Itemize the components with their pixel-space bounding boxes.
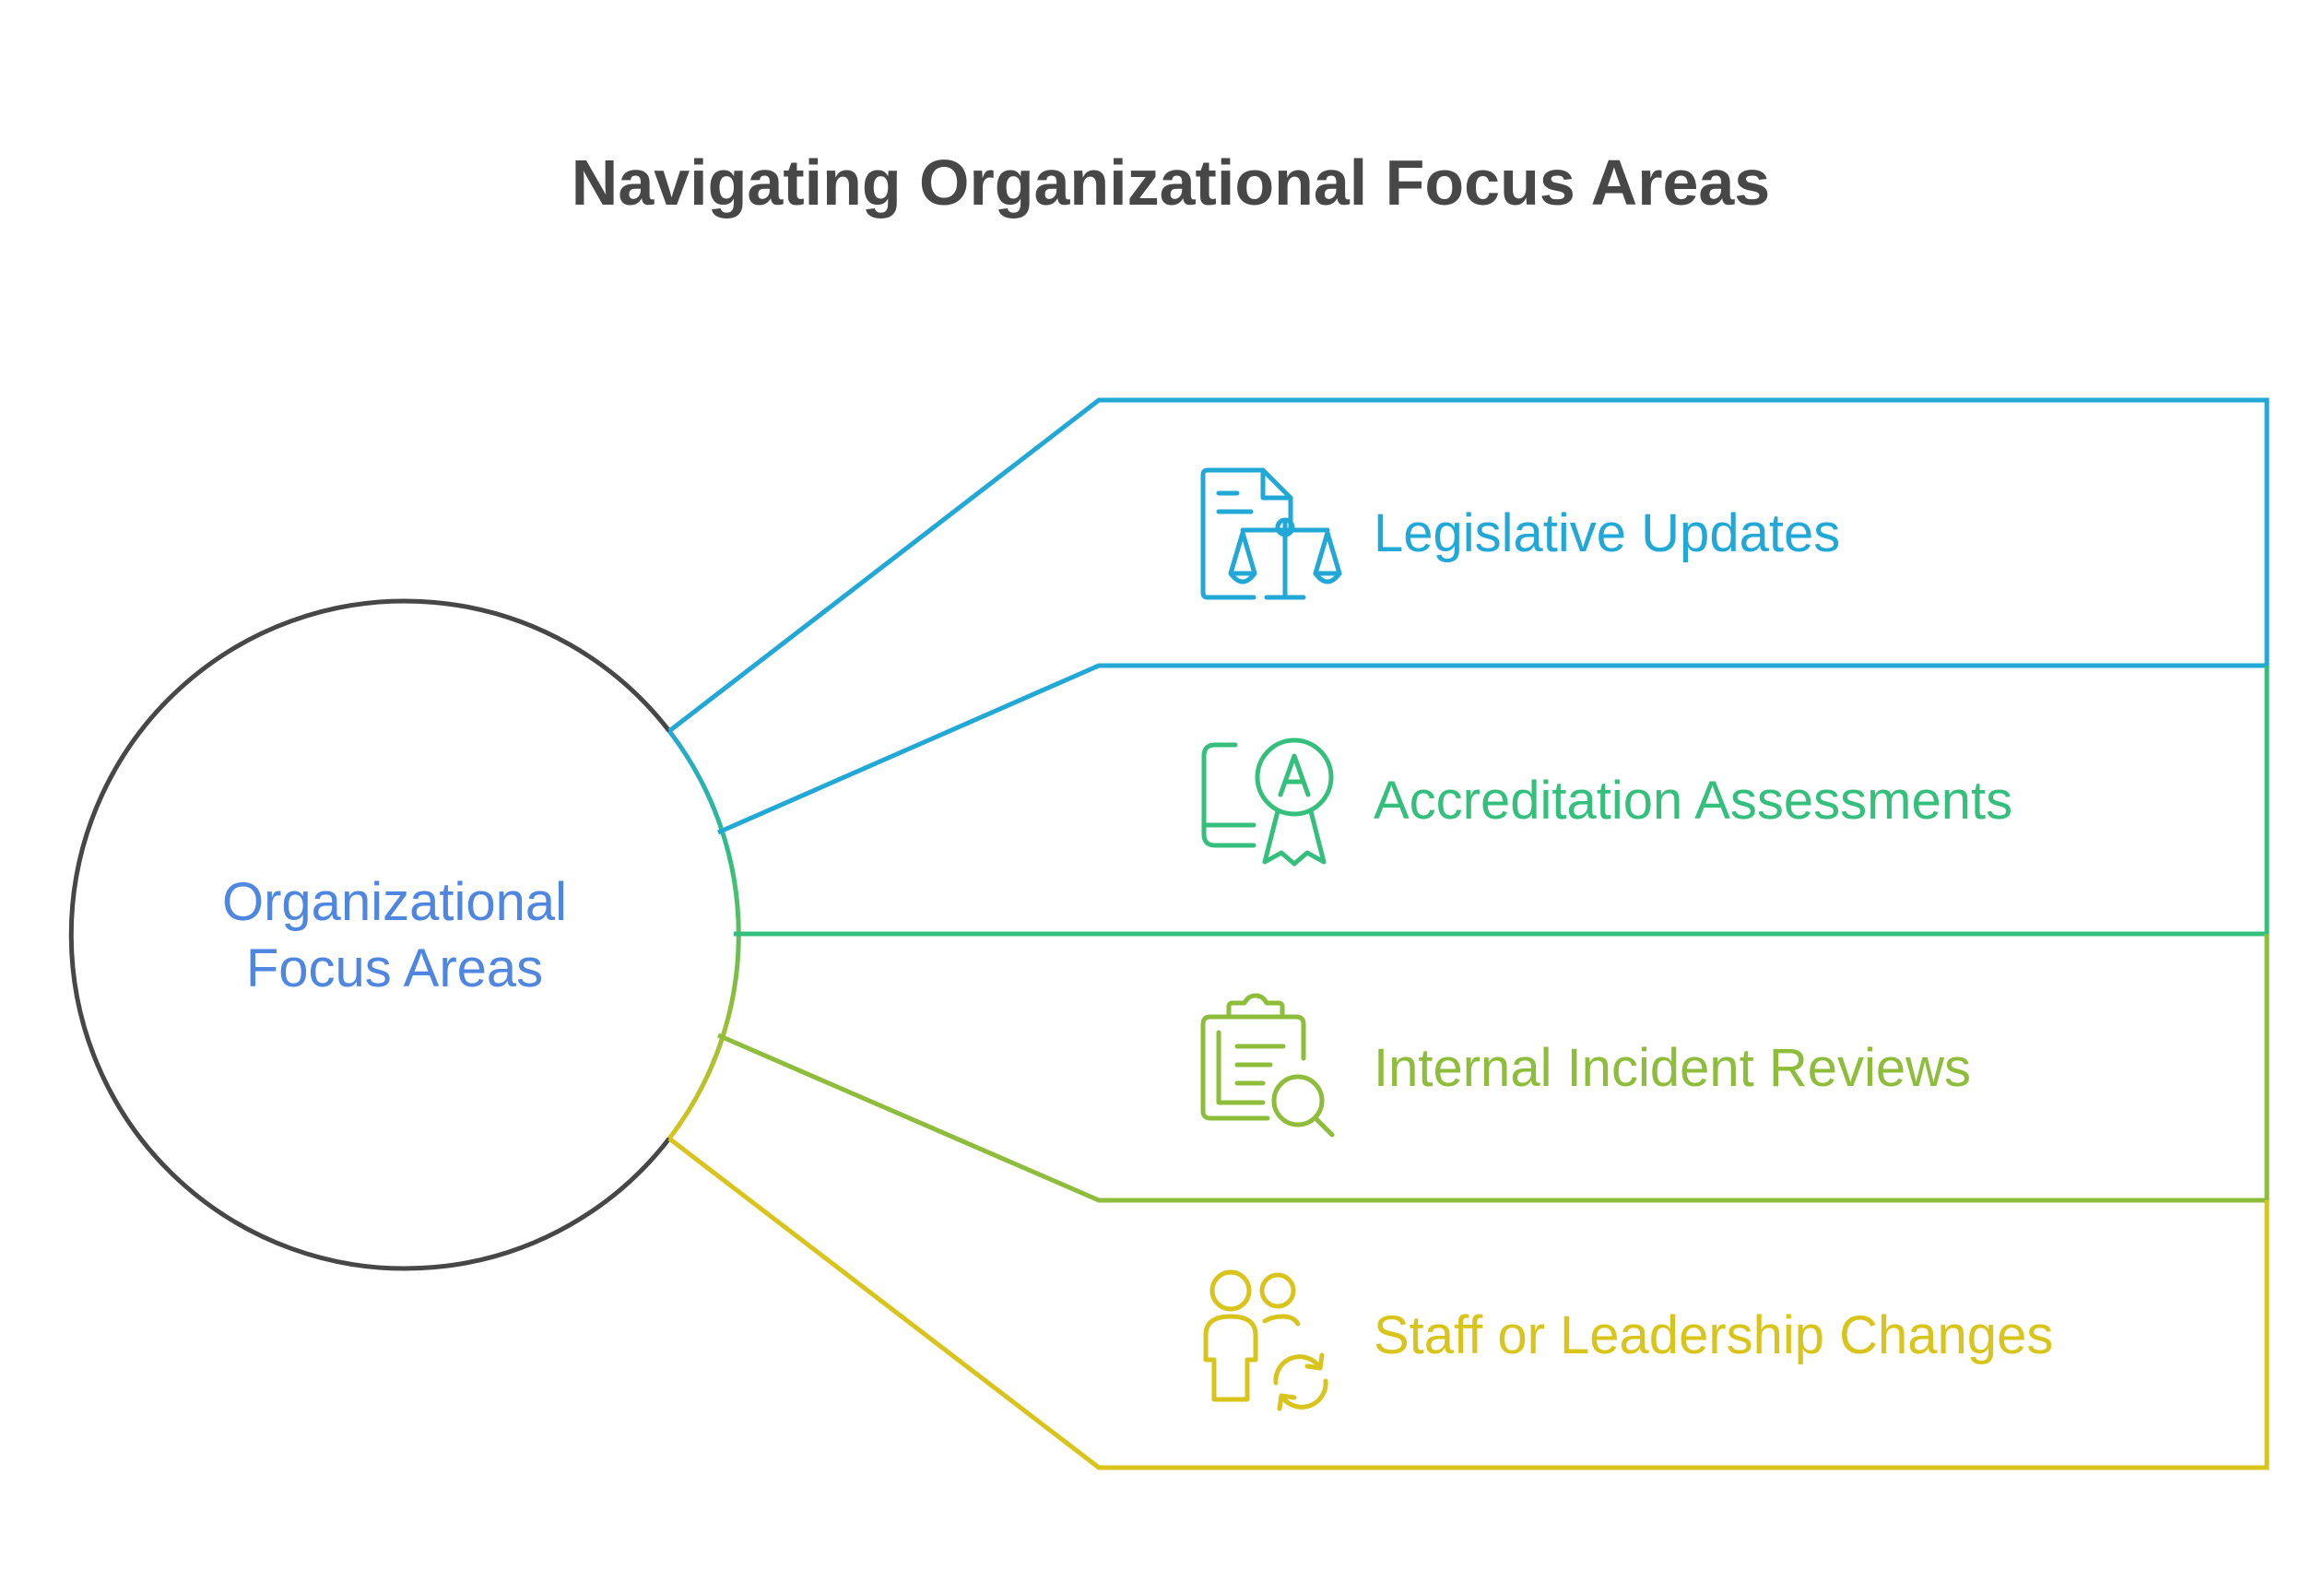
band-outline-staff (667, 1137, 2270, 1470)
focus-item-legislative-updates: Legislative Updates (667, 397, 2270, 835)
center-circle-colored-arc (667, 729, 741, 1140)
item-label-accreditation-assessments: Accreditation Assessments (1374, 771, 2012, 831)
item-label-staff-leadership-changes: Staff or Leadership Changes (1374, 1305, 2053, 1365)
legal-document-scale-icon (1200, 467, 1342, 600)
item-label-legislative-updates: Legislative Updates (1374, 503, 1840, 563)
clipboard-magnifier-icon (1200, 993, 1335, 1138)
focus-item-staff-leadership-changes: Staff or Leadership Changes (667, 1137, 2270, 1470)
focus-item-accreditation-assessments: Accreditation Assessments (734, 666, 2270, 937)
center-circle (68, 598, 671, 1271)
center-label-line2: Focus Areas (246, 938, 543, 998)
people-swap-icon (1203, 1269, 1328, 1411)
band-outline-incident (717, 934, 2270, 1203)
focus-item-internal-incident-reviews: Internal Incident Reviews (717, 934, 2270, 1203)
diagram-title: Navigating Organizational Focus Areas (572, 147, 1770, 218)
band-outline-legislative (667, 397, 2270, 835)
accreditation-badge-icon (1201, 738, 1334, 867)
center-label-line1: Organizational (222, 872, 567, 932)
item-label-internal-incident-reviews: Internal Incident Reviews (1374, 1038, 1971, 1098)
